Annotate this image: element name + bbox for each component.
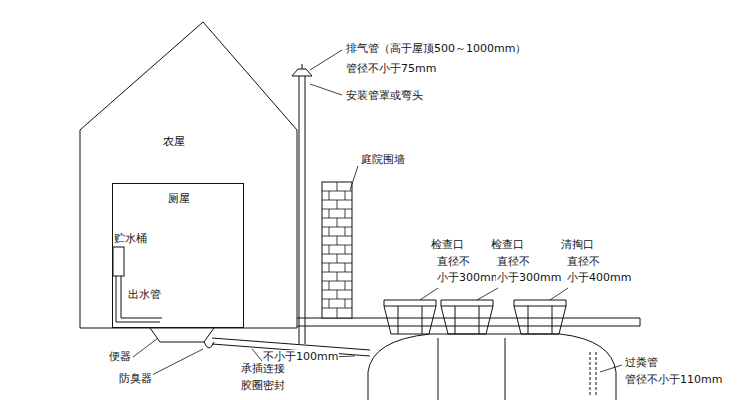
riser xyxy=(514,300,566,334)
room-box: 厕屋 xyxy=(112,183,244,328)
house-outline-path xyxy=(80,22,297,328)
callout-label: 安装管罩或弯头 xyxy=(345,89,424,103)
node-title: 厕屋 xyxy=(168,192,190,206)
odor-trap xyxy=(204,342,214,348)
septic-tank xyxy=(368,334,616,400)
toilet-bowl xyxy=(150,328,214,342)
callout-label: 承插连接 xyxy=(240,362,286,376)
vent-cap xyxy=(292,64,312,76)
ground-line xyxy=(297,318,640,326)
callout-label: 防臭器 xyxy=(118,372,153,386)
brick-joints xyxy=(322,182,352,318)
callout-label: 小于300mm xyxy=(496,271,562,285)
transfer-pipe xyxy=(590,352,596,396)
callout-label: 直径不 xyxy=(566,255,601,269)
callout-label: 小于300mm xyxy=(436,271,502,285)
callout-label: 直径不 xyxy=(496,255,531,269)
callout-label: 过粪管 xyxy=(624,356,659,370)
riser xyxy=(441,300,493,334)
callout-label: 不小于100mm xyxy=(262,350,339,364)
water-tank xyxy=(113,247,124,276)
riser xyxy=(384,300,436,334)
brick-wall xyxy=(322,182,352,318)
callout-label: 检查口 xyxy=(430,238,465,252)
callout-label: 直径不 xyxy=(436,255,471,269)
callout-label: 排气管（高于屋顶500～1000mm） xyxy=(345,42,527,56)
callout-label: 出水管 xyxy=(127,288,162,302)
vent-pipe xyxy=(299,76,305,344)
callout-label: 管径不小于110mm xyxy=(624,373,723,387)
callout-label: 清掏口 xyxy=(560,238,595,252)
tank-partitions xyxy=(438,338,505,400)
callout-label: 胶圈密封 xyxy=(240,379,286,393)
callout-label: 便器 xyxy=(108,350,132,364)
callout-label: 庭院围墙 xyxy=(360,153,406,167)
house-outline: 农屋厕屋 xyxy=(80,20,297,328)
callout-label: 贮水桶 xyxy=(113,232,148,246)
node-title: 农屋 xyxy=(163,135,185,149)
callout-label: 小于400mm xyxy=(566,271,632,285)
callout-label: 检查口 xyxy=(490,238,525,252)
outlet-pipe xyxy=(116,276,162,322)
callout-label: 管径不小于75mm xyxy=(345,62,437,76)
